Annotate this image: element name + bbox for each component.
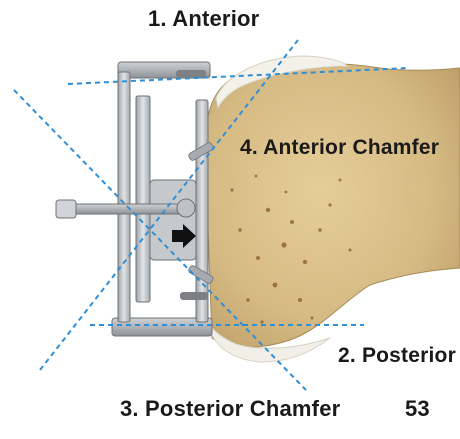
page-number: 53 <box>405 396 430 422</box>
femur-bone <box>205 64 460 348</box>
anterior-cut-label: 1. Anterior <box>148 6 259 32</box>
cutting-guide <box>56 62 214 336</box>
posterior-chamfer-label: 3. Posterior Chamfer <box>120 396 340 422</box>
posterior-cut-label: 2. Posterior <box>338 344 456 368</box>
anterior-chamfer-label: 4. Anterior Chamfer <box>240 136 439 160</box>
